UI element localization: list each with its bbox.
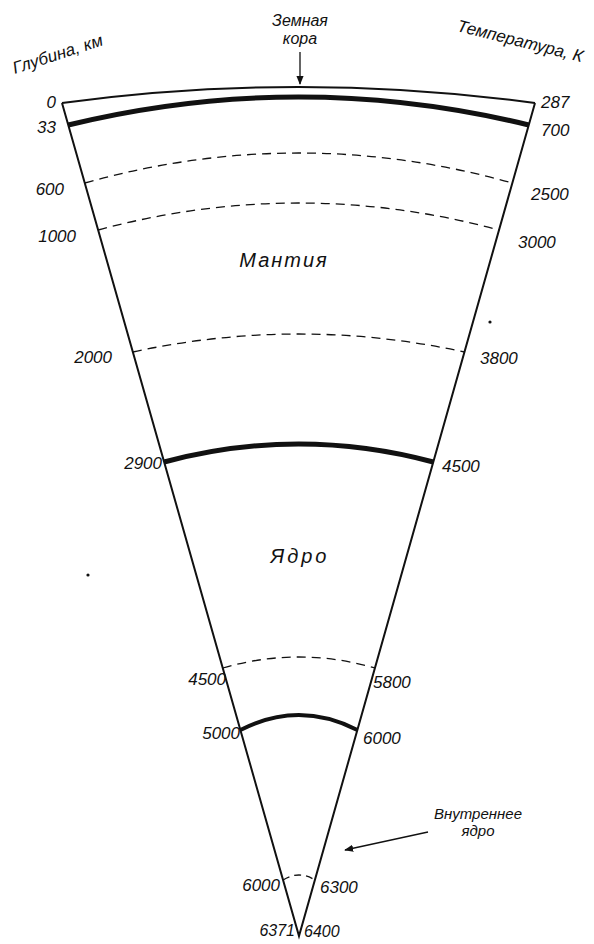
depth-line [98,203,499,230]
depth-value: 6000 [242,877,280,896]
temperature-value: 700 [541,122,569,141]
depth-line [85,153,513,183]
depth-value: 6371 [259,922,295,940]
temperature-value: 6000 [363,730,401,749]
depth-line [133,334,465,352]
depth-value: 2000 [74,349,112,368]
axis-title: Температура, К [455,17,585,66]
crust-boundary [68,97,529,125]
depth-value: 1000 [38,228,76,247]
layer-name: Внутреннее ядро [434,806,522,839]
layer-name: Мантия [239,249,328,271]
depth-value: 33 [37,119,56,138]
wedge-sides [62,103,535,936]
temperature-value: 5800 [373,674,411,693]
temperature-value: 6300 [320,879,358,898]
ink-dot [488,320,491,323]
axis-title: Глубина, км [11,32,106,79]
depth-line [223,657,375,668]
temperature-value: 4500 [442,458,480,477]
inner-core-leader [345,832,428,850]
ink-dot [86,573,89,576]
depth-line [283,875,315,880]
depth-value: 2900 [124,455,162,474]
layer-name: Ядро [271,545,330,567]
depth-value: 0 [47,94,56,113]
temperature-value: 3800 [480,350,518,369]
temperature-value: 287 [541,94,569,113]
depth-value: 5000 [202,725,240,744]
crust-leader [299,52,300,84]
temperature-value: 6400 [304,923,340,941]
core-boundary [164,444,433,462]
temperature-value: 3000 [518,234,556,253]
depth-value: 4500 [188,671,226,690]
layer-name: Земная кора [272,12,328,47]
inner-core-boundary [240,715,357,730]
depth-value: 600 [36,181,64,200]
temperature-value: 2500 [531,186,569,205]
